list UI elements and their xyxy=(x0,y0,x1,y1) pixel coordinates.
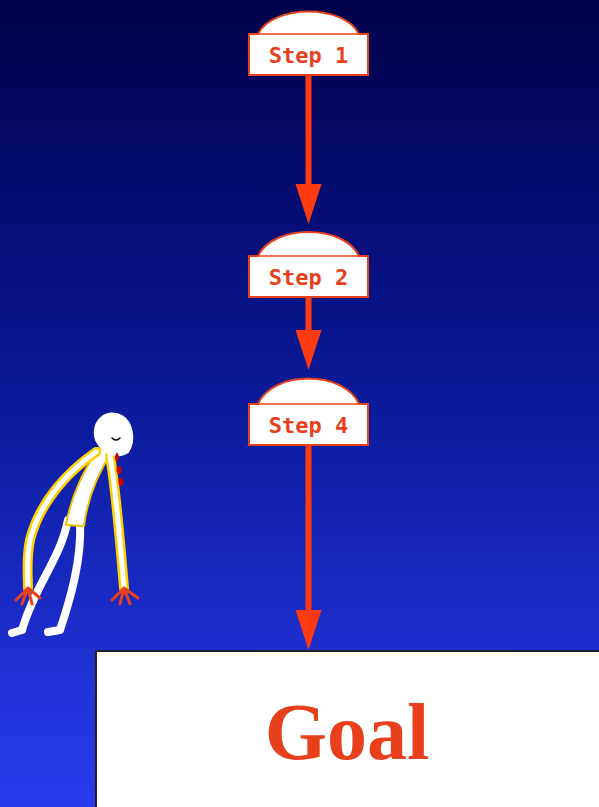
blood-drop xyxy=(117,466,122,474)
flow-arrow xyxy=(296,76,322,224)
tab-divider xyxy=(258,255,359,257)
step-box: Step 1 xyxy=(248,4,369,76)
tab-box-path xyxy=(249,12,368,76)
eye xyxy=(112,438,120,440)
leg xyxy=(48,522,80,632)
flow-arrow xyxy=(296,446,322,650)
step-box: Step 4 xyxy=(248,370,369,446)
flow-arrow xyxy=(296,298,322,370)
step-label: Step 2 xyxy=(248,256,369,298)
tab-divider xyxy=(258,33,359,35)
step-box: Step 2 xyxy=(248,224,369,298)
tab-box-path xyxy=(249,232,368,297)
arm xyxy=(110,456,124,588)
tab-divider xyxy=(258,403,359,405)
arm xyxy=(28,452,97,588)
arm-outline xyxy=(110,456,124,588)
head xyxy=(95,413,132,455)
hand xyxy=(112,588,138,604)
leg xyxy=(12,520,68,633)
blood-drop xyxy=(119,478,124,486)
goal-label: Goal xyxy=(97,652,597,807)
step-label: Step 1 xyxy=(248,34,369,76)
arm-outline xyxy=(28,452,97,588)
blood-drop xyxy=(115,452,119,462)
hand xyxy=(16,588,40,604)
goal-box: Goal xyxy=(95,650,599,807)
step-label: Step 4 xyxy=(248,404,369,446)
tab-box-path xyxy=(249,379,368,446)
